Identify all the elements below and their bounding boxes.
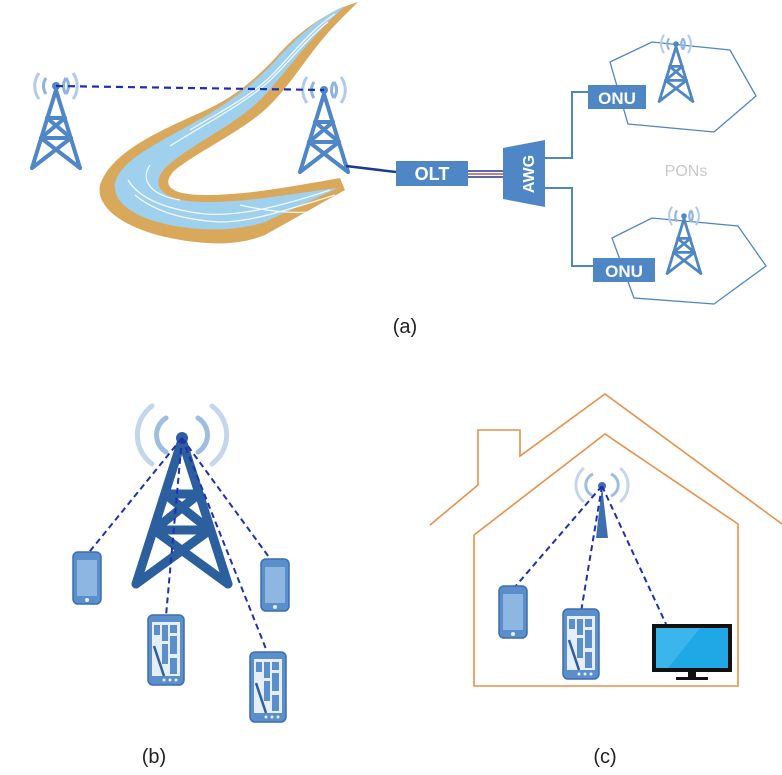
house-outline xyxy=(429,393,782,687)
wireless-link xyxy=(55,84,325,92)
pon-cell xyxy=(611,217,767,305)
tablet-icon xyxy=(248,650,288,724)
tower-icon xyxy=(131,435,233,589)
caption-b: (b) xyxy=(142,746,166,768)
fiber-branch xyxy=(545,91,588,159)
awg-label: AWG xyxy=(521,155,538,193)
tablet-icon xyxy=(146,613,186,687)
wireless-links xyxy=(85,437,275,655)
pon-cell xyxy=(609,41,757,133)
pons-label: PONs xyxy=(665,163,708,180)
wireless-links xyxy=(513,485,667,625)
tablet-icon xyxy=(561,607,601,681)
awg-box: AWG xyxy=(503,140,545,207)
onu-bottom: ONU xyxy=(593,258,655,282)
phone-icon xyxy=(498,585,528,639)
tower-icon xyxy=(657,33,695,103)
river-illustration xyxy=(99,2,358,244)
onu-label: ONU xyxy=(605,262,643,281)
fiber-branch xyxy=(545,187,593,267)
tower-icon xyxy=(665,205,703,275)
olt-box: OLT xyxy=(396,161,468,186)
caption-a: (a) xyxy=(393,316,417,338)
phone-icon xyxy=(260,558,290,612)
onu-top: ONU xyxy=(588,85,646,109)
tv-icon xyxy=(652,624,732,680)
antenna-icon xyxy=(574,466,630,538)
phone-icon xyxy=(72,551,102,605)
onu-label: ONU xyxy=(598,89,636,108)
olt-label: OLT xyxy=(415,164,450,184)
panel-c: (c) xyxy=(429,393,782,768)
tower-icon xyxy=(298,75,350,174)
fiber-link xyxy=(345,164,397,174)
panel-b: (b) xyxy=(72,403,290,768)
panel-a: OLT AWG ONU ONU PONs (a) xyxy=(30,2,767,338)
caption-c: (c) xyxy=(593,746,616,768)
